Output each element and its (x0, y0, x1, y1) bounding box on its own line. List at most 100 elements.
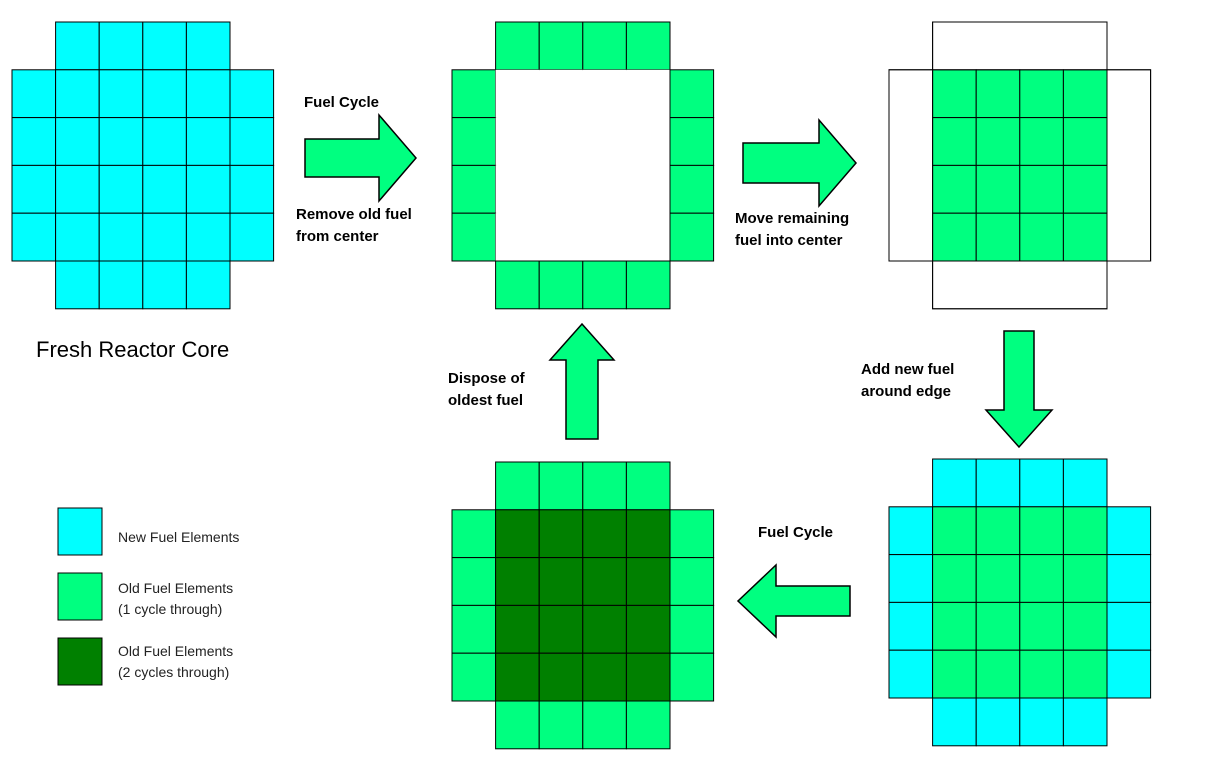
old-fuel-1-cell (1062, 601, 1108, 651)
empty-cell (626, 213, 670, 261)
new-fuel-cell (975, 458, 1021, 508)
old-fuel-1-cell (669, 509, 715, 559)
old-fuel-2-cell (582, 557, 627, 606)
old-fuel-1-cell (669, 164, 715, 214)
old-fuel-1-cell (975, 554, 1021, 603)
old-fuel-1-cell (625, 461, 671, 511)
new-fuel-cell (98, 117, 144, 166)
old-fuel-1-cell (1019, 601, 1064, 651)
new-fuel-cell (142, 117, 187, 166)
old-fuel-1-cell (451, 557, 497, 606)
new-fuel-cell (142, 21, 187, 71)
legend-label-old-fuel-1-line1: Old Fuel Elements (118, 580, 233, 596)
new-fuel-cell (888, 506, 934, 556)
new-fuel-cell (185, 260, 231, 310)
old-fuel-1-cell (538, 461, 584, 511)
new-fuel-cell (185, 21, 231, 71)
old-fuel-1-cell (451, 652, 497, 702)
new-fuel-cell (1106, 506, 1152, 556)
empty-cell (495, 213, 540, 261)
old-fuel-2-cell (625, 604, 671, 654)
old-fuel-1-cell (495, 461, 540, 511)
old-fuel-1-cell (975, 117, 1021, 166)
empty-cell (582, 69, 627, 118)
core-outline (888, 69, 1152, 262)
old-fuel-1-cell (582, 260, 627, 310)
new-fuel-cell (55, 164, 100, 214)
old-fuel-2-cell (538, 652, 584, 702)
legend-swatch-old-fuel-2 (57, 637, 103, 686)
old-fuel-1-cell (1019, 554, 1064, 603)
refueled-core-grid (888, 458, 1152, 747)
old-fuel-1-cell (975, 601, 1021, 651)
move-fuel-label-line1: Move remaining (735, 210, 849, 227)
old-fuel-1-cell (932, 212, 977, 262)
empty-cell (539, 165, 583, 214)
new-fuel-cell (229, 69, 275, 119)
old-fuel-1-cell (975, 69, 1021, 119)
new-fuel-cell (888, 649, 934, 699)
empty-cell (539, 213, 583, 261)
old-fuel-1-cell (932, 649, 977, 699)
center-removed-core-grid (451, 21, 715, 310)
old-fuel-1-cell (932, 69, 977, 119)
empty-cell (976, 22, 1020, 70)
old-fuel-1-cell (625, 260, 671, 310)
new-fuel-cell (1019, 697, 1064, 747)
empty-cell (1063, 261, 1107, 309)
new-fuel-cell (142, 212, 187, 262)
old-fuel-1-cell (932, 554, 977, 603)
new-fuel-cell (142, 164, 187, 214)
old-fuel-1-cell (932, 117, 977, 166)
old-fuel-1-cell (932, 164, 977, 214)
empty-cell (1019, 22, 1064, 70)
fuel-cycle-label-top: Fuel Cycle (304, 94, 379, 111)
new-fuel-cell (888, 601, 934, 651)
old-fuel-1-cell (975, 506, 1021, 556)
empty-cell (889, 213, 933, 261)
old-fuel-1-cell (495, 21, 540, 71)
old-fuel-1-cell (975, 212, 1021, 262)
old-fuel-1-cell (669, 557, 715, 606)
new-fuel-cell (185, 212, 231, 262)
old-fuel-1-cell (669, 69, 715, 119)
old-fuel-1-cell (538, 260, 584, 310)
empty-cell (626, 117, 670, 166)
empty-cell (582, 213, 627, 261)
old-fuel-1-cell (451, 212, 497, 262)
add-new-fuel-label-line2: around edge (861, 383, 951, 400)
new-fuel-cell (142, 260, 187, 310)
old-fuel-1-cell (669, 652, 715, 702)
old-fuel-2-cell (582, 509, 627, 559)
legend-swatch-old-fuel-1 (57, 572, 103, 621)
empty-cell (626, 165, 670, 214)
arrow-down-icon (984, 330, 1054, 449)
old-fuel-1-cell (975, 164, 1021, 214)
old-fuel-1-cell (1062, 212, 1108, 262)
new-fuel-cell (55, 212, 100, 262)
core-outline (932, 21, 1108, 310)
old-fuel-2-cell (495, 652, 540, 702)
old-fuel-1-cell (582, 700, 627, 750)
empty-cell (626, 69, 670, 118)
old-fuel-2-cell (582, 604, 627, 654)
legend-swatch-new-fuel (57, 507, 103, 556)
empty-cell (932, 261, 977, 309)
fresh-core-grid (11, 21, 275, 310)
new-fuel-cell (11, 69, 57, 119)
old-fuel-1-cell (1062, 69, 1108, 119)
new-fuel-cell (55, 117, 100, 166)
new-fuel-cell (1019, 458, 1064, 508)
old-fuel-1-cell (451, 509, 497, 559)
new-fuel-cell (11, 117, 57, 166)
old-fuel-1-cell (495, 700, 540, 750)
new-fuel-cell (98, 21, 144, 71)
old-fuel-2-cell (625, 652, 671, 702)
old-fuel-1-cell (582, 461, 627, 511)
old-fuel-2-cell (582, 652, 627, 702)
dispose-fuel-label-line1: Dispose of (448, 370, 526, 387)
old-fuel-1-cell (669, 117, 715, 166)
old-fuel-1-cell (1062, 506, 1108, 556)
new-fuel-cell (932, 458, 977, 508)
old-fuel-2-cell (538, 509, 584, 559)
